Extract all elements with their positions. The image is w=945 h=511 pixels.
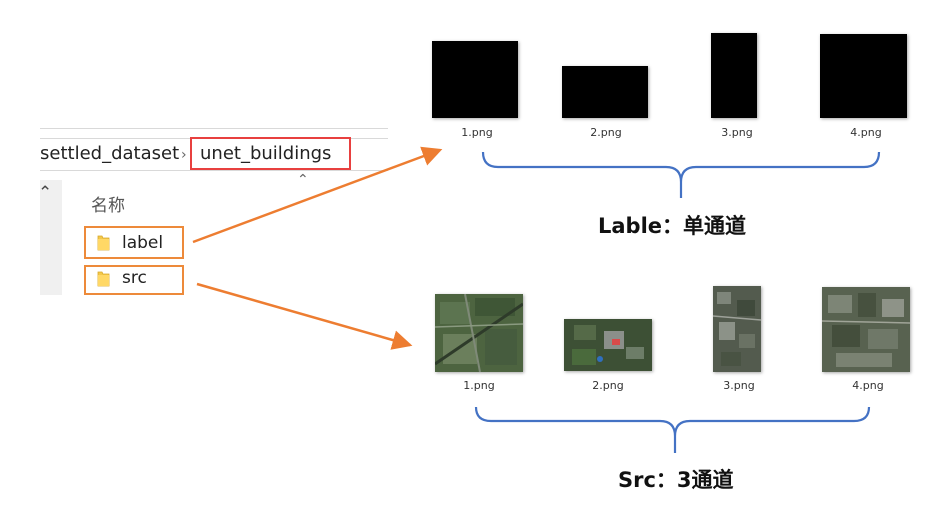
brace-src-group xyxy=(474,406,871,437)
column-header-name[interactable]: 名称 xyxy=(91,196,125,216)
aerial-filename-4: 4.png xyxy=(852,379,884,392)
mask-thumbnail-1[interactable] xyxy=(432,41,518,118)
aerial-thumbnail-4[interactable] xyxy=(822,287,910,372)
highlight-current-folder xyxy=(190,137,351,170)
mask-thumbnail-2[interactable] xyxy=(562,66,648,118)
folder-item-src[interactable]: src xyxy=(84,265,184,295)
scroll-up-icon[interactable]: ⌃ xyxy=(38,183,53,203)
folder-name: label xyxy=(122,233,164,253)
divider-top xyxy=(40,128,388,129)
mask-filename-4: 4.png xyxy=(850,126,882,139)
divider-address-bottom xyxy=(40,170,388,171)
src-caption: Src：3通道 xyxy=(618,468,734,492)
label-caption: Lable：单通道 xyxy=(598,214,747,238)
mask-filename-2: 2.png xyxy=(590,126,622,139)
breadcrumb-parent[interactable]: settled_dataset xyxy=(40,143,180,164)
file-explorer-fragment: settled_dataset › unet_buildings ⌃ ⌃ 名称 … xyxy=(0,0,390,300)
aerial-thumbnail-1[interactable] xyxy=(435,294,523,372)
breadcrumb-chevron-icon[interactable]: › xyxy=(181,147,187,163)
folder-icon xyxy=(97,271,110,287)
arrow-src-to-images xyxy=(196,282,413,350)
aerial-filename-3: 3.png xyxy=(723,379,755,392)
mask-thumbnail-4[interactable] xyxy=(820,34,907,118)
mask-filename-1: 1.png xyxy=(461,126,493,139)
mask-filename-3: 3.png xyxy=(721,126,753,139)
mask-thumbnail-3[interactable] xyxy=(711,33,757,118)
aerial-thumbnail-3[interactable] xyxy=(713,286,761,372)
folder-name: src xyxy=(122,268,147,288)
nav-pane-scrollbar[interactable] xyxy=(40,180,62,295)
folder-item-label[interactable]: label xyxy=(84,226,184,259)
brace-label-group xyxy=(481,151,881,183)
breadcrumb-current[interactable]: unet_buildings xyxy=(200,143,332,164)
highlight-label-folder xyxy=(84,226,184,259)
aerial-thumbnail-2[interactable] xyxy=(564,319,652,371)
aerial-filename-2: 2.png xyxy=(592,379,624,392)
sort-ascending-icon[interactable]: ⌃ xyxy=(297,172,309,188)
highlight-src-folder xyxy=(84,265,184,295)
aerial-filename-1: 1.png xyxy=(463,379,495,392)
folder-icon xyxy=(97,235,110,251)
arrow-label-to-masks xyxy=(192,146,443,244)
